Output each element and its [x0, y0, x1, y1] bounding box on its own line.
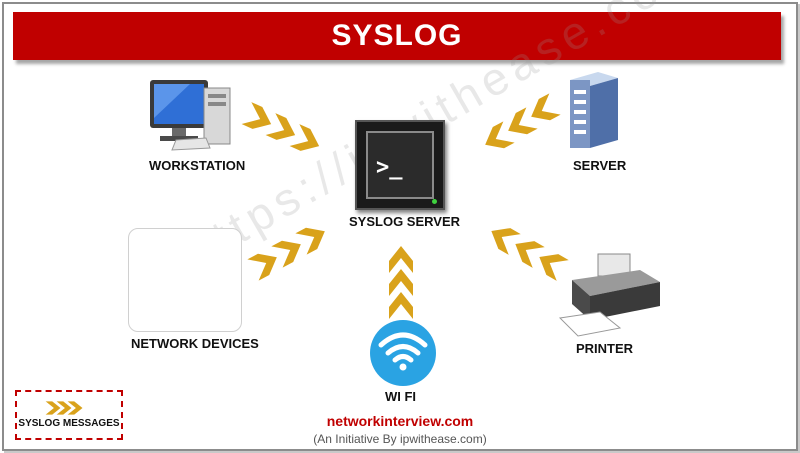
label-printer: PRINTER	[576, 341, 634, 356]
label-syslog-server: SYSLOG SERVER	[349, 214, 461, 229]
syslog-server-terminal-icon: >_	[355, 120, 445, 210]
legend-box: SYSLOG MESSAGES	[15, 390, 123, 440]
terminal-prompt: >_	[376, 155, 403, 180]
arrow-network-devices-to-syslog-server	[247, 220, 331, 281]
footer-tagline: (An Initiative By ipwithease.com)	[313, 432, 487, 446]
network-devices-panel	[128, 228, 242, 332]
wifi-icon	[370, 320, 436, 386]
label-workstation: WORKSTATION	[149, 158, 246, 173]
arrow-printer-to-syslog-server	[485, 220, 569, 281]
label-server: SERVER	[573, 158, 627, 173]
page-title: SYSLOG	[331, 19, 463, 52]
printer-icon	[558, 253, 660, 337]
label-wifi: WI FI	[385, 389, 417, 404]
arrow-server-to-syslog-server	[479, 93, 561, 156]
workstation-icon	[150, 80, 231, 151]
arrow-workstation-to-server	[241, 102, 325, 158]
title-banner: SYSLOG	[13, 12, 781, 60]
status-led	[432, 199, 437, 204]
label-network-devices: NETWORK DEVICES	[131, 336, 259, 351]
footer-site: networkinterview.com	[326, 413, 474, 429]
server-tower-icon	[570, 72, 618, 148]
legend-label: SYSLOG MESSAGES	[18, 418, 120, 429]
arrow-wifi-to-syslog-server	[389, 246, 413, 319]
